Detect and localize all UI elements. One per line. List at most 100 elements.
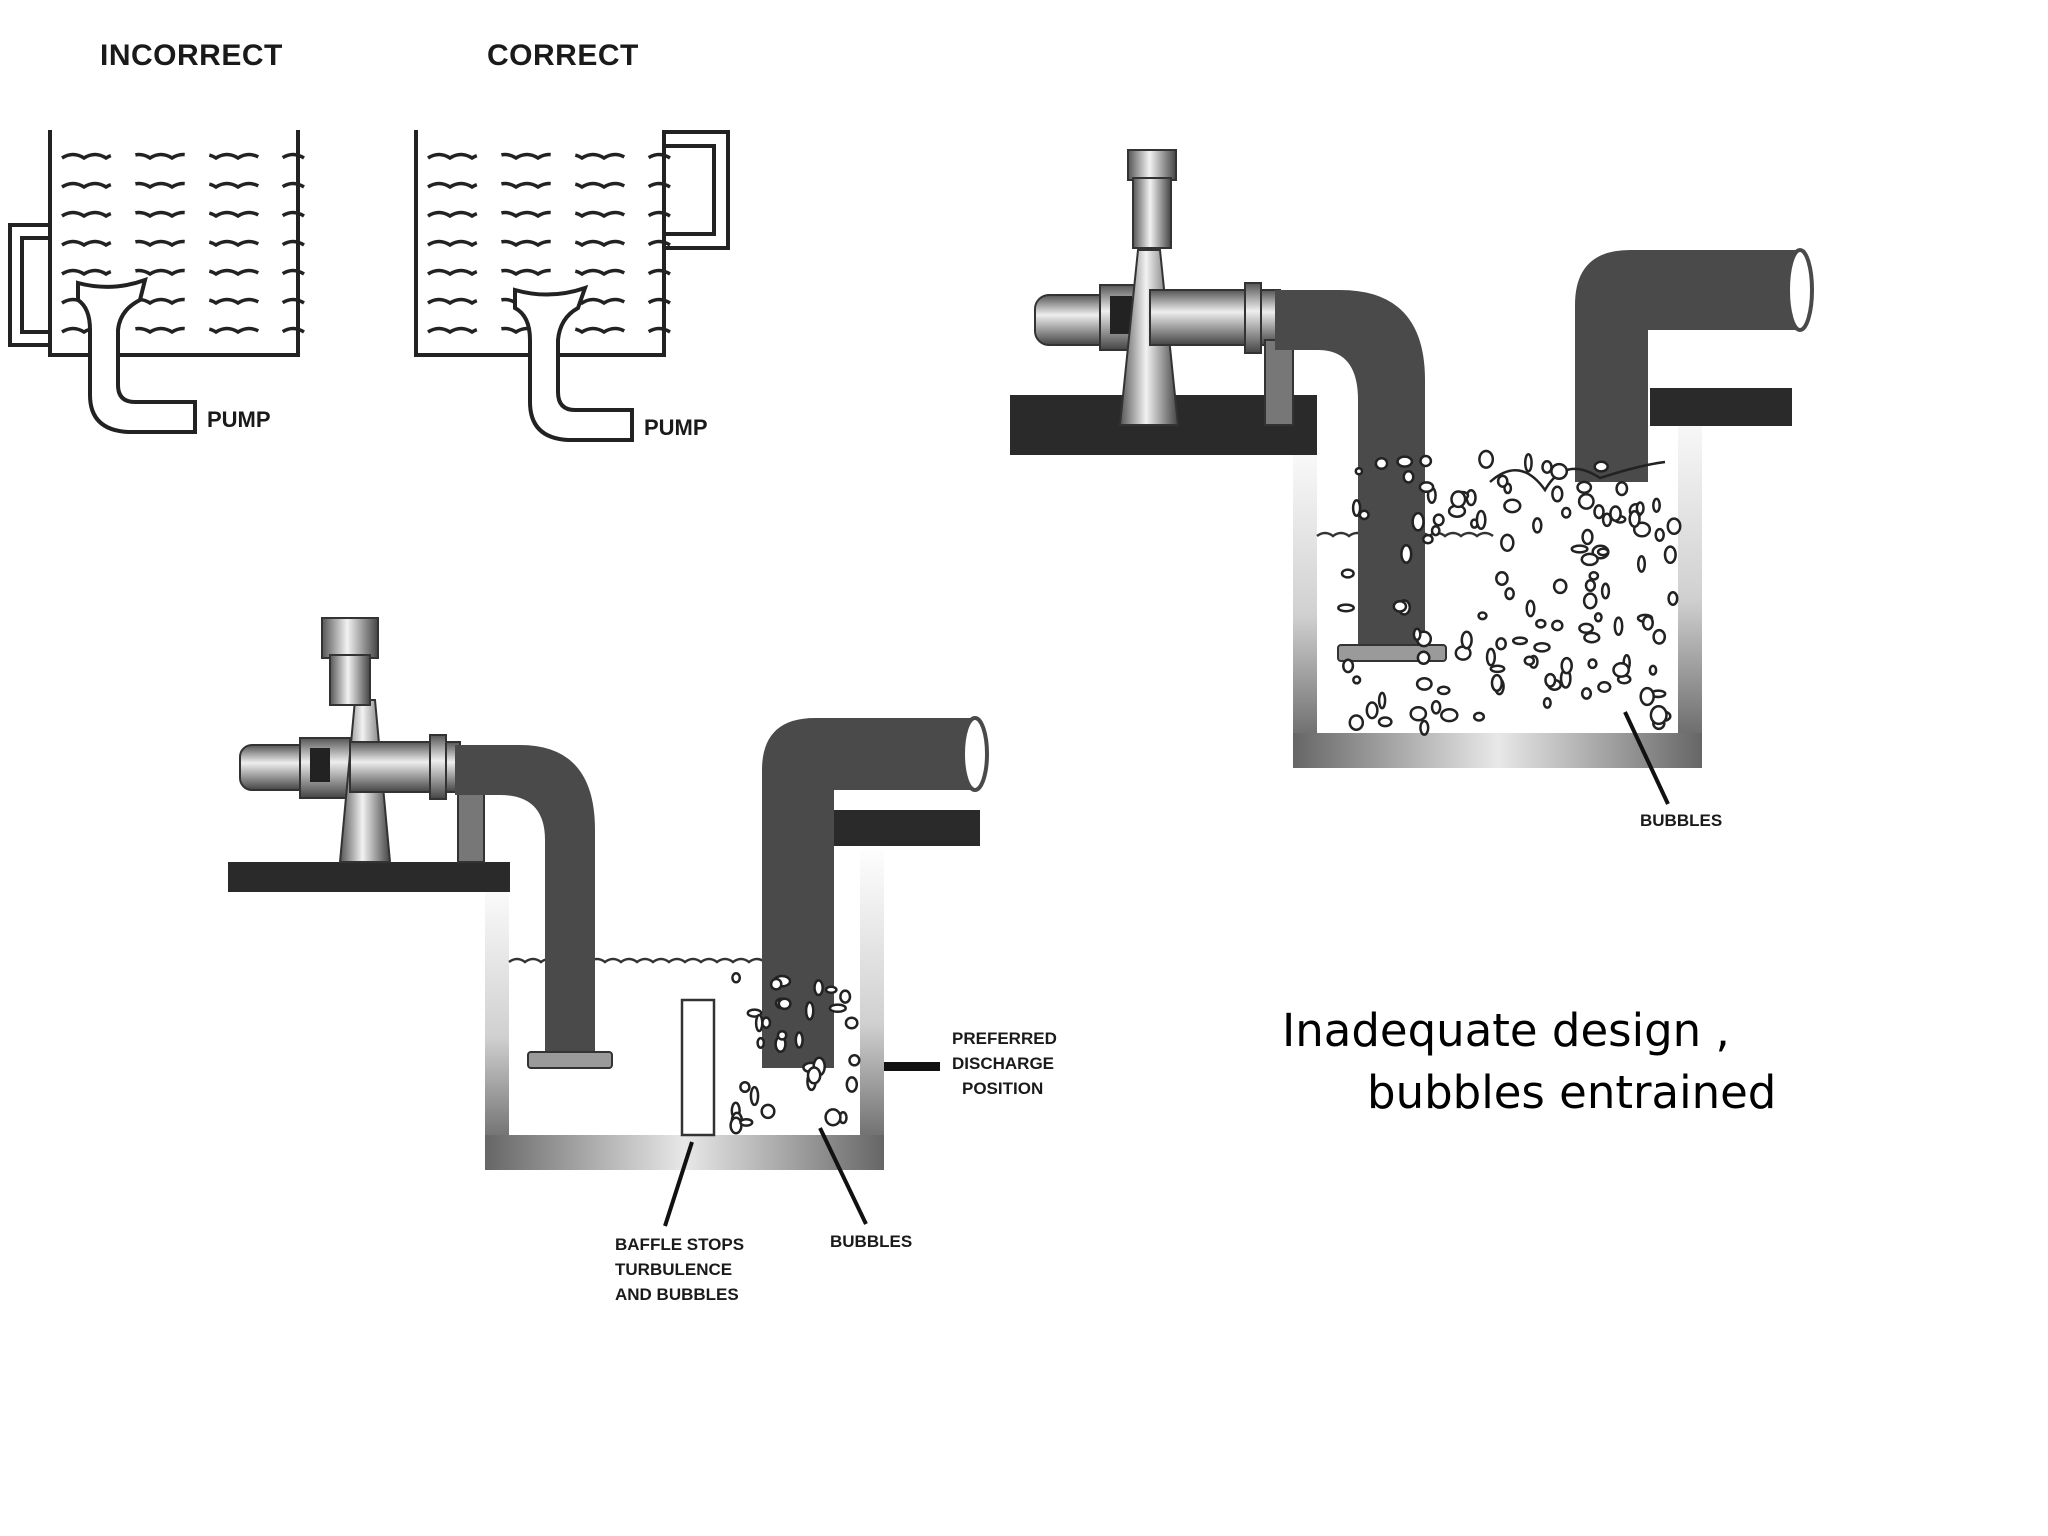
bubble <box>1613 616 1624 637</box>
bubble <box>1593 460 1609 473</box>
bubble <box>1478 449 1495 469</box>
bubble <box>844 1016 859 1030</box>
bubble <box>1523 453 1533 473</box>
bubble <box>1654 527 1665 542</box>
bubble <box>1365 701 1379 720</box>
bubble <box>1584 579 1597 592</box>
bubble <box>1419 454 1433 468</box>
bubble <box>1593 504 1605 520</box>
bubble <box>1667 591 1679 606</box>
bubble <box>1666 517 1682 536</box>
pump-inlet <box>321 617 379 659</box>
bubble <box>1377 716 1393 728</box>
bubble <box>1400 544 1413 564</box>
bubble <box>1477 611 1488 621</box>
bubble <box>1430 525 1441 537</box>
preferred-discharge-marker <box>884 1062 940 1071</box>
bad-sump-left-wall <box>1293 430 1317 768</box>
bubbles-label-good: BUBBLES <box>830 1232 912 1251</box>
bubble <box>754 1013 764 1033</box>
bubble <box>1663 545 1677 565</box>
bubble <box>1551 485 1564 503</box>
bubble <box>1544 672 1557 688</box>
bubble <box>1490 673 1504 693</box>
suction-bell <box>527 1051 613 1069</box>
caption-line-2: bubbles entrained <box>1367 1066 1777 1119</box>
bubble <box>1500 533 1515 552</box>
bubble <box>1577 492 1595 510</box>
sump-left-wall <box>485 875 509 1170</box>
bubble <box>1578 622 1595 634</box>
bubble <box>1402 470 1415 484</box>
bubble <box>806 1066 822 1085</box>
bubble <box>760 1103 776 1120</box>
correct-pump-label: PUMP <box>644 415 708 440</box>
bubble <box>1583 631 1601 644</box>
bubble <box>1460 630 1473 650</box>
bubble <box>1418 481 1435 494</box>
bubble <box>1416 650 1431 666</box>
correct-title: CORRECT <box>487 39 639 72</box>
bubble <box>739 1080 751 1094</box>
bubble <box>1396 455 1414 468</box>
bubble <box>1639 686 1655 707</box>
bubble <box>1560 656 1573 675</box>
bubble <box>1628 510 1641 528</box>
water-wave <box>61 181 305 190</box>
bubble <box>1354 466 1364 476</box>
bubble <box>1635 501 1645 516</box>
bad-bubbles-leader <box>1623 711 1670 805</box>
bubble <box>1495 637 1507 651</box>
bubble <box>1419 719 1430 736</box>
bubble <box>1358 509 1370 521</box>
bubble <box>1648 664 1658 676</box>
turbulent-surface <box>1489 460 1666 493</box>
bubble <box>1596 547 1610 557</box>
bubble <box>1503 498 1522 514</box>
bubbles-leader <box>818 1127 868 1225</box>
bubble <box>1533 641 1551 653</box>
bubble <box>1436 685 1451 696</box>
bubble <box>1415 676 1433 691</box>
bubble <box>749 1085 760 1107</box>
bubble <box>731 972 742 984</box>
bubble <box>1504 587 1515 601</box>
bubble <box>1576 480 1593 494</box>
water-wave <box>427 239 671 248</box>
bubble <box>1550 462 1569 480</box>
discharge-pipe <box>762 718 975 1068</box>
caption-line-1: Inadequate design , <box>1282 1004 1730 1057</box>
preferred-label-3: POSITION <box>962 1079 1043 1098</box>
bubble <box>1377 691 1387 710</box>
bubble <box>1511 636 1529 646</box>
bubble <box>1475 509 1487 531</box>
bubble <box>1593 612 1603 623</box>
caption: Inadequate design , bubbles entrained <box>1282 1000 1776 1124</box>
bubble <box>1597 681 1612 693</box>
baffle-label-3: AND BUBBLES <box>615 1285 739 1304</box>
bubble <box>1581 528 1594 546</box>
bubble <box>1541 460 1553 474</box>
bubble <box>1337 603 1355 613</box>
bubble <box>1495 571 1509 586</box>
bubble <box>739 1117 754 1127</box>
preferred-label-2: DISCHARGE <box>952 1054 1054 1073</box>
bubble <box>1570 544 1589 554</box>
bubble <box>1392 600 1408 613</box>
baffle-label-1: BAFFLE STOPS <box>615 1235 744 1254</box>
bubble <box>824 1108 842 1127</box>
bubble <box>845 1076 859 1093</box>
baffle-plate <box>680 998 716 1137</box>
bubble <box>1551 619 1564 632</box>
pump-deck <box>228 862 510 892</box>
water-wave <box>427 152 671 161</box>
bubble <box>1525 599 1536 618</box>
bubble <box>1649 705 1668 726</box>
bubble <box>1600 582 1611 600</box>
baffle-leader <box>663 1141 694 1227</box>
water-wave <box>427 210 671 219</box>
bubble <box>1601 512 1613 528</box>
bubble <box>1580 552 1599 567</box>
bubble <box>1430 699 1442 715</box>
preferred-label-1: PREFERRED <box>952 1029 1057 1048</box>
